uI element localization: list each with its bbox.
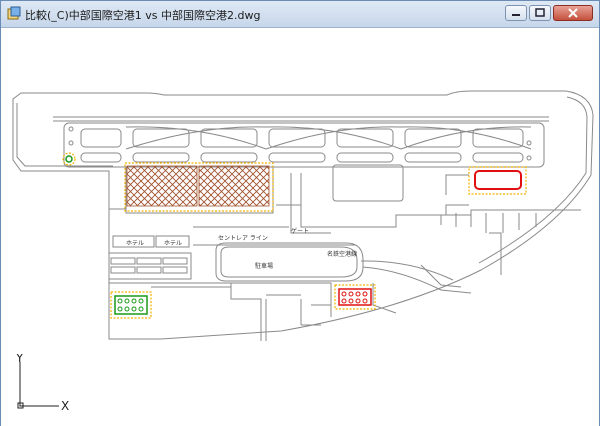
ucs-y-label: Y: [15, 354, 24, 365]
close-icon: [568, 8, 578, 18]
concourse-pier: [63, 122, 545, 168]
terminal-outline: [12, 90, 594, 340]
revision-cloud-marker: [62, 152, 76, 166]
autocad-compare-icon: [7, 6, 21, 20]
green-change-grid[interactable]: [114, 295, 148, 315]
terminal-body: [109, 164, 581, 275]
parking-loop: [109, 226, 472, 341]
green-change-marker[interactable]: [65, 155, 73, 163]
label-hotel-1: ホテル: [126, 240, 144, 247]
revision-cloud-hatched: [124, 162, 274, 212]
drawing-labels: ホテル ホテル ゲート セントレア ライン 名鉄空港線 駐車場: [126, 227, 357, 270]
label-gate: ゲート: [291, 227, 309, 235]
label-meitetsu-line: 名鉄空港線: [327, 250, 357, 258]
minimize-button[interactable]: [505, 5, 527, 21]
window-title: 比較(_C)中部国際空港1 vs 中部国際空港2.dwg: [25, 9, 261, 22]
red-change-box[interactable]: [474, 170, 522, 190]
label-parking: 駐車場: [255, 262, 273, 270]
window-controls: [505, 5, 593, 23]
minimize-icon: [512, 14, 520, 16]
hotel-area: [109, 235, 192, 280]
red-change-grid[interactable]: [338, 288, 372, 306]
hatched-change-right[interactable]: [198, 165, 270, 207]
label-hotel-2: ホテル: [164, 240, 182, 247]
ucs-axis-icon: Y X: [15, 354, 69, 413]
close-button[interactable]: [553, 5, 593, 21]
label-central-line: セントレア ライン: [218, 235, 268, 242]
maximize-icon: [535, 8, 545, 17]
maximize-button[interactable]: [529, 5, 551, 21]
revision-cloud-red: [468, 166, 527, 195]
airport-drawing: ホテル ホテル ゲート セントレア ライン 名鉄空港線 駐車場: [12, 90, 594, 341]
title-bar[interactable]: 比較(_C)中部国際空港1 vs 中部国際空港2.dwg: [1, 1, 599, 28]
hatched-change-left[interactable]: [126, 165, 198, 207]
change-highlights: [62, 152, 527, 319]
ucs-x-label: X: [61, 399, 69, 413]
drawing-canvas[interactable]: ホテル ホテル ゲート セントレア ライン 名鉄空港線 駐車場: [1, 28, 599, 426]
revision-cloud-red-grid: [334, 284, 376, 310]
